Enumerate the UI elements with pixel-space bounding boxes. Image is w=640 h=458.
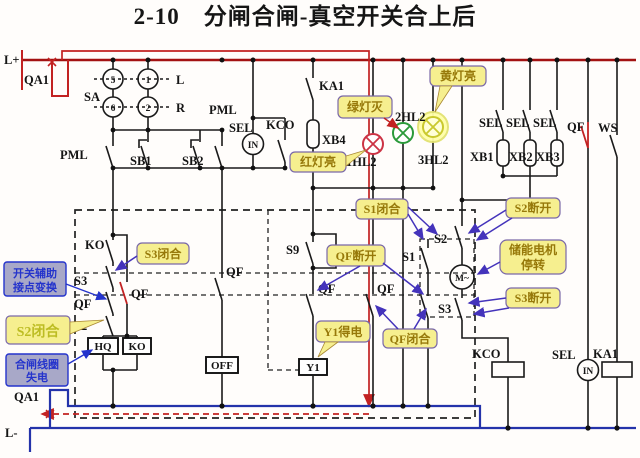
qf-lamp-col-label: QF: [377, 282, 395, 296]
qa1-top-label: QA1: [24, 73, 49, 87]
negative-bus: [28, 388, 636, 452]
motor-column-wiring: [449, 60, 525, 428]
callout-s2-open: S2断开: [467, 197, 561, 241]
svg-text:停转: 停转: [521, 257, 545, 272]
l-minus-terminal: L-: [5, 426, 18, 440]
off-box: OFF: [211, 360, 233, 372]
sa-pos-l: L: [176, 73, 184, 87]
sb2-label: SB2: [182, 154, 204, 168]
lamp-1hl2-red-icon: [362, 133, 384, 155]
sa-pos-r: R: [176, 101, 186, 115]
sel-in-bottom-label: SEL: [552, 348, 576, 362]
ka1-coil-label: KA1: [593, 347, 618, 361]
svg-text:S1闭合: S1闭合: [364, 201, 402, 216]
svg-text:S3闭合: S3闭合: [145, 246, 183, 261]
svg-text:S3断开: S3断开: [515, 290, 552, 305]
svg-text:绿灯灭: 绿灯灭: [347, 99, 384, 114]
svg-text:黄灯亮: 黄灯亮: [440, 68, 476, 83]
junction-dots: [110, 57, 620, 431]
ko-contact-label: KO: [85, 238, 105, 252]
sa-label: SA: [84, 90, 100, 104]
ka1-contact-label: KA1: [319, 79, 344, 93]
note-aux-contact: 开关辅助 接点变换: [3, 261, 108, 301]
sa-contact-2: 2: [146, 104, 151, 114]
xb2-label: XB2: [509, 150, 533, 164]
current-path-highlight: [40, 50, 375, 420]
ko-coil-box: KO: [128, 341, 146, 353]
svg-text:S2断开: S2断开: [515, 200, 552, 215]
xb1-label: XB1: [470, 150, 494, 164]
svg-text:QF闭合: QF闭合: [390, 331, 432, 346]
callout-s3-open: S3断开: [467, 287, 561, 318]
svg-text:失电: 失电: [26, 370, 48, 384]
l-plus-terminal: L+: [4, 53, 19, 67]
svg-text:接点变换: 接点变换: [13, 280, 58, 294]
note-closing-coil: 合闸线圈 失电: [5, 349, 94, 387]
callout-s1-closed: S1闭合: [355, 198, 439, 241]
pml-left-label: PML: [60, 148, 88, 162]
callout-yellow-on: 黄灯亮: [429, 65, 487, 113]
svg-text:红灯亮: 红灯亮: [300, 154, 336, 169]
hq-coil-box: HQ: [94, 341, 112, 353]
callout-red-on: 红灯亮: [289, 149, 367, 173]
kco-contact-label: KCO: [266, 118, 295, 132]
svg-text:S2闭合: S2闭合: [17, 323, 61, 340]
xb4-label: XB4: [322, 133, 346, 147]
callout-s2-closed: S2闭合: [5, 315, 105, 345]
left-chain-wiring: [87, 168, 152, 406]
page-title: 2-10 分闸合闸-真空开关合上后: [134, 3, 477, 29]
callout-green-off: 绿灯灭: [337, 95, 400, 129]
sel1-label: SEL: [479, 116, 503, 130]
sb1-label: SB1: [130, 154, 152, 168]
qf-main-label: QF: [567, 120, 585, 134]
ws-label: WS: [598, 121, 618, 135]
motor-text: M~: [455, 274, 469, 284]
sa-selector: [94, 60, 172, 130]
mechanism-dashed-boxes: [74, 209, 476, 419]
svg-text:合闸线圈: 合闸线圈: [15, 357, 59, 371]
callout-y1-energized: Y1得电: [315, 320, 371, 358]
y1-column-wiring: [298, 188, 337, 406]
xb3-label: XB3: [536, 150, 560, 164]
callout-qf-closed: QF闭合: [374, 304, 438, 349]
off-column-wiring: [205, 168, 239, 406]
s3-left-label: S3: [74, 274, 87, 288]
svg-text:开关辅助: 开关辅助: [13, 266, 57, 280]
lamp-3hl2-label: 3HL2: [418, 153, 449, 167]
qf-left-label: QF: [74, 297, 92, 311]
s3-right-label: S3: [438, 302, 451, 316]
sa-contact-5: 5: [111, 76, 116, 86]
svg-text:Y1得电: Y1得电: [324, 324, 363, 339]
pml-mid-label: PML: [209, 103, 237, 117]
s2-right-label: S2: [434, 232, 447, 246]
svg-text:储能电机: 储能电机: [509, 242, 557, 257]
svg-text:QF断开: QF断开: [336, 248, 377, 263]
qf-off-col-label: QF: [226, 265, 244, 279]
sel2-label: SEL: [506, 116, 530, 130]
callout-s3-closed: S3闭合: [114, 242, 190, 271]
qa1-bottom-label: QA1: [14, 390, 39, 404]
y1-box: Y1: [306, 362, 319, 374]
s1-label: S1: [402, 250, 415, 264]
s9-label: S9: [286, 243, 299, 257]
lamp-2hl2-label: 2HL2: [395, 110, 426, 124]
control-row-wiring: [105, 60, 286, 169]
qf-bypass-label: QF: [131, 287, 149, 301]
positive-bus: [21, 50, 636, 97]
sel3-label: SEL: [533, 116, 557, 130]
callout-qf-open: QF断开: [316, 244, 425, 295]
lamp-3hl2-yellow-icon: [417, 111, 449, 143]
sa-contact-1: 1: [146, 76, 151, 86]
sa-contact-6: 6: [111, 104, 116, 114]
sel-in-top-label: SEL: [229, 121, 253, 135]
kco-coil-label: KCO: [472, 347, 501, 361]
in-bottom-text: IN: [583, 367, 594, 377]
callout-motor-stop: 储能电机 停转: [476, 239, 567, 275]
in-top-text: IN: [248, 141, 259, 151]
